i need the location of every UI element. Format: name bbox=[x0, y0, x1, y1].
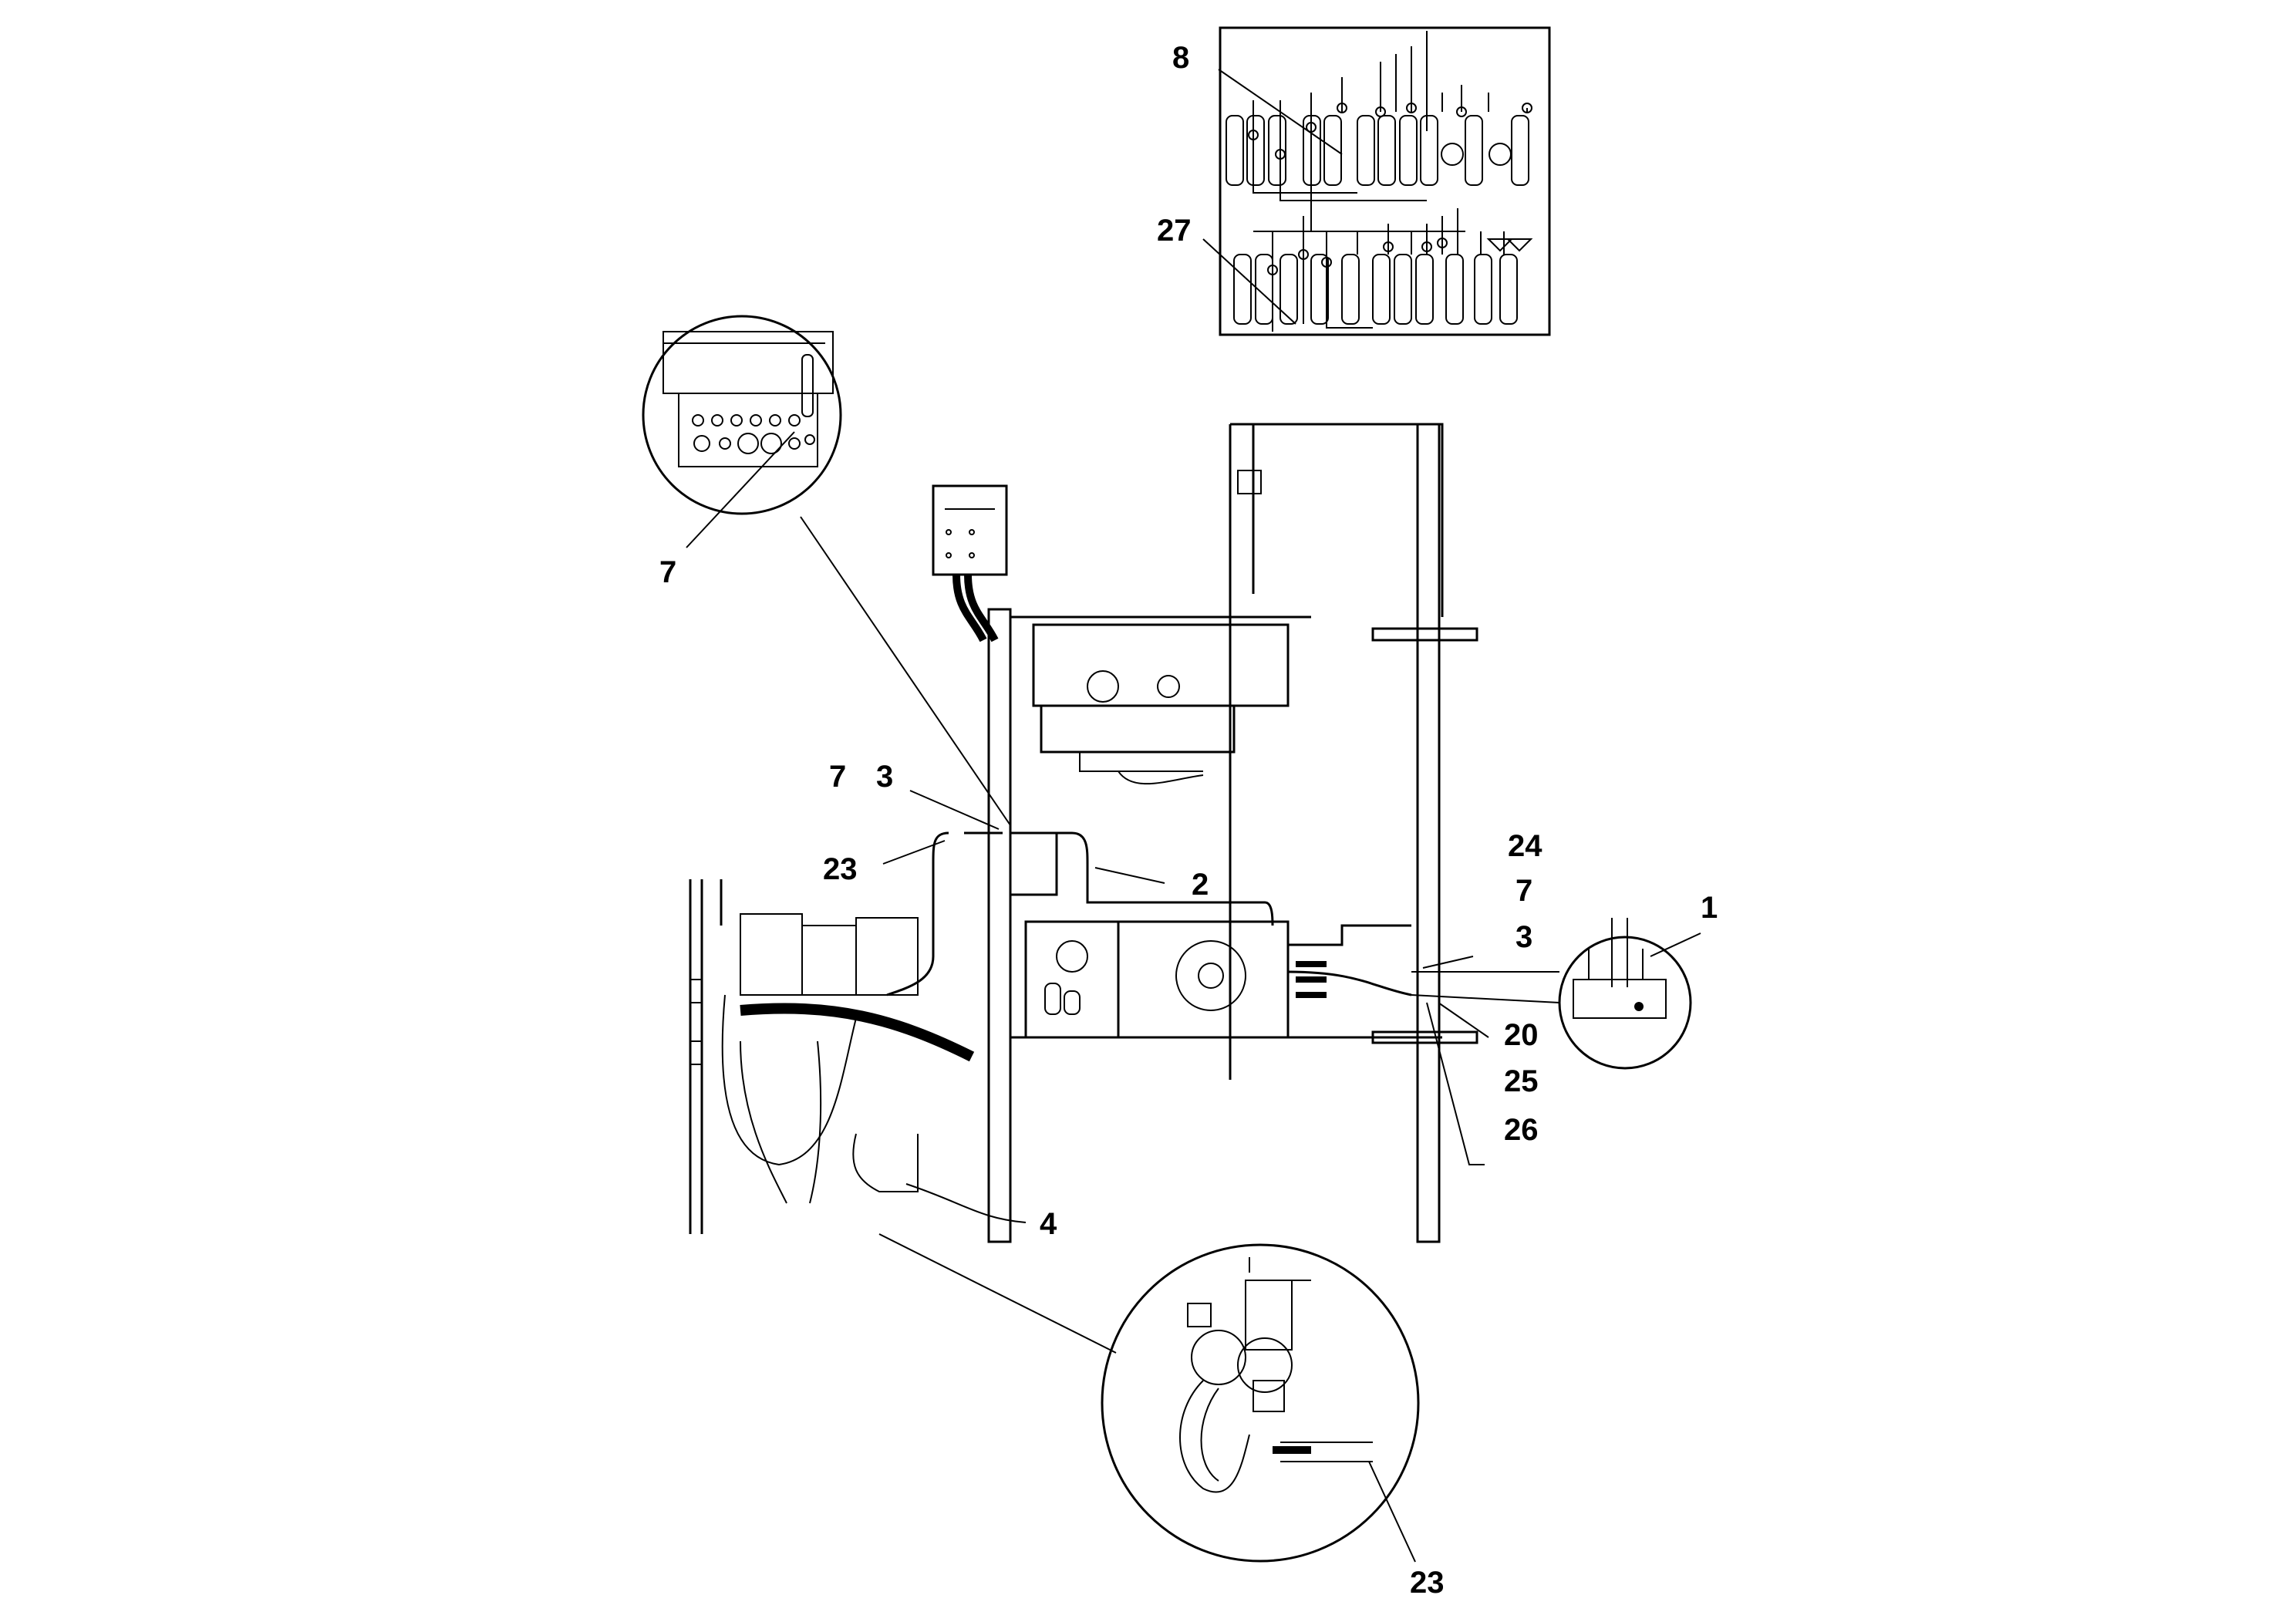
callout-23-left: 23 bbox=[823, 852, 858, 886]
leader-23-left bbox=[882, 840, 946, 865]
detail-link-bottom bbox=[878, 1233, 1117, 1354]
callout-26: 26 bbox=[1504, 1113, 1539, 1147]
leader-27 bbox=[1202, 238, 1296, 325]
leader-26 bbox=[1426, 1002, 1485, 1165]
callout-27: 27 bbox=[1157, 214, 1192, 248]
detail-circle-pump bbox=[1101, 1243, 1420, 1563]
callout-7-left: 7 bbox=[829, 760, 846, 794]
callout-7-right: 7 bbox=[1515, 874, 1532, 908]
leader-20 bbox=[1438, 1002, 1489, 1038]
leader-3-left bbox=[909, 790, 1000, 830]
valve-bank-schematic bbox=[1219, 26, 1551, 336]
callout-20: 20 bbox=[1504, 1018, 1539, 1052]
leader-7-detail bbox=[686, 431, 795, 548]
detail-link-top bbox=[800, 516, 1011, 826]
callout-4: 4 bbox=[1040, 1207, 1057, 1241]
callout-24: 24 bbox=[1508, 829, 1542, 863]
machine-frame bbox=[689, 423, 1478, 1243]
callout-7-detail: 7 bbox=[659, 555, 676, 589]
detail-link-right-2 bbox=[1411, 994, 1560, 1003]
callout-2: 2 bbox=[1192, 868, 1209, 902]
leader-23-bottom bbox=[1368, 1461, 1416, 1563]
callout-25: 25 bbox=[1504, 1064, 1539, 1098]
leader-4 bbox=[905, 1183, 1027, 1223]
leader-3-right bbox=[1422, 956, 1474, 969]
leader-2 bbox=[1094, 867, 1165, 884]
callout-3-right: 3 bbox=[1515, 920, 1532, 954]
callout-3-left: 3 bbox=[876, 760, 893, 794]
detail-circle-control-panel bbox=[642, 315, 842, 515]
leader-1 bbox=[1650, 932, 1701, 957]
detail-circle-port-block bbox=[1558, 918, 1692, 1070]
leader-8 bbox=[1218, 69, 1343, 155]
callout-23-bottom: 23 bbox=[1410, 1566, 1445, 1600]
callout-1: 1 bbox=[1701, 891, 1718, 925]
callout-8: 8 bbox=[1172, 41, 1189, 75]
